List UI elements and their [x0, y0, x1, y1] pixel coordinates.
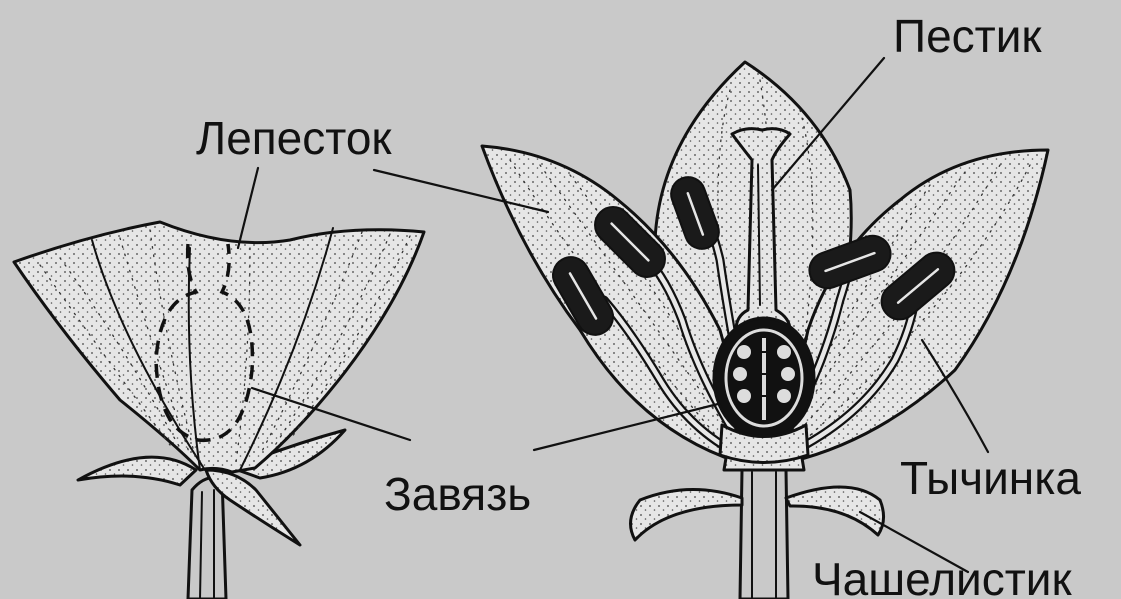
left-stem: [188, 477, 226, 599]
right-sepal-left: [631, 489, 742, 540]
left-sepal-left: [78, 457, 196, 485]
left-petal-cup: [14, 222, 424, 472]
left-sepal-front: [206, 470, 300, 545]
label-sepal: Чашелистик: [812, 553, 1073, 599]
label-petal: Лепесток: [196, 112, 392, 164]
left-flower: [14, 222, 424, 599]
right-flower: [482, 62, 1048, 599]
right-sepal-right: [786, 487, 884, 535]
leader-petal-left: [238, 168, 258, 248]
label-stamen: Тычинка: [900, 452, 1081, 504]
label-ovary: Завязь: [384, 468, 531, 520]
right-stem: [740, 470, 788, 599]
label-pistil: Пестик: [893, 10, 1042, 62]
